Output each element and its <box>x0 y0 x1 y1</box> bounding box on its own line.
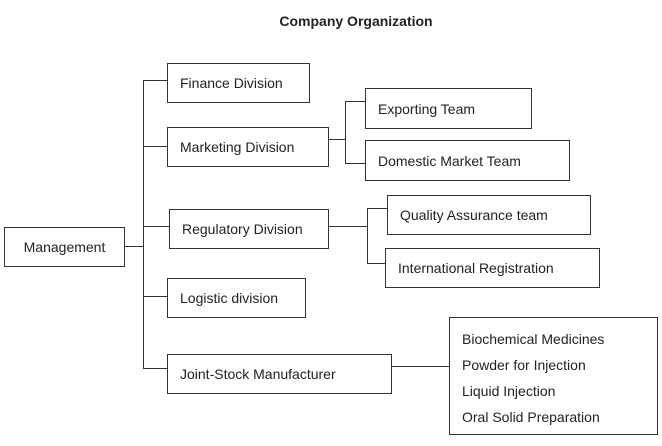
finance-division-label: Finance Division <box>180 75 283 91</box>
connector-regulatory-out <box>328 226 368 227</box>
connector-regulatory-trunk <box>367 208 368 264</box>
exporting-team-node: Exporting Team <box>365 88 532 129</box>
connector-manufacturer-out <box>390 366 449 367</box>
connector-manufacturer <box>143 368 167 369</box>
domestic-team-node: Domestic Market Team <box>365 140 570 181</box>
connector-marketing <box>143 146 167 147</box>
products-list: Biochemical Medicines Powder for Injecti… <box>449 317 658 435</box>
connector-domestic <box>345 163 365 164</box>
management-label: Management <box>23 239 106 255</box>
quality-assurance-node: Quality Assurance team <box>387 195 591 235</box>
connector-quality <box>367 208 387 209</box>
list-item: Oral Solid Preparation <box>462 409 600 425</box>
connector-exporting <box>345 101 365 102</box>
logistic-division-node: Logistic division <box>167 278 306 318</box>
list-item: Liquid Injection <box>462 383 556 399</box>
marketing-division-node: Marketing Division <box>167 127 329 167</box>
connector-finance <box>143 80 167 81</box>
regulatory-division-label: Regulatory Division <box>182 221 303 237</box>
marketing-division-label: Marketing Division <box>180 139 295 155</box>
international-registration-node: International Registration <box>385 248 600 288</box>
international-registration-label: International Registration <box>398 260 554 276</box>
connector-marketing-trunk <box>345 101 346 164</box>
connector-regulatory <box>143 226 169 227</box>
connector-root <box>124 246 144 247</box>
list-item: Powder for Injection <box>462 357 586 373</box>
connector-marketing-out <box>328 139 346 140</box>
logistic-division-label: Logistic division <box>180 290 279 306</box>
connector-trunk <box>143 80 144 368</box>
domestic-team-label: Domestic Market Team <box>378 152 521 169</box>
chart-title: Company Organization <box>279 13 433 29</box>
connector-logistic <box>143 296 167 297</box>
finance-division-node: Finance Division <box>167 63 310 103</box>
connector-international <box>367 263 385 264</box>
manufacturer-node: Joint-Stock Manufacturer <box>167 354 392 394</box>
manufacturer-label: Joint-Stock Manufacturer <box>180 366 336 382</box>
list-item: Biochemical Medicines <box>462 331 605 347</box>
exporting-team-label: Exporting Team <box>378 100 476 117</box>
regulatory-division-node: Regulatory Division <box>169 209 329 249</box>
management-node: Management <box>4 227 125 267</box>
quality-assurance-label: Quality Assurance team <box>400 207 548 223</box>
